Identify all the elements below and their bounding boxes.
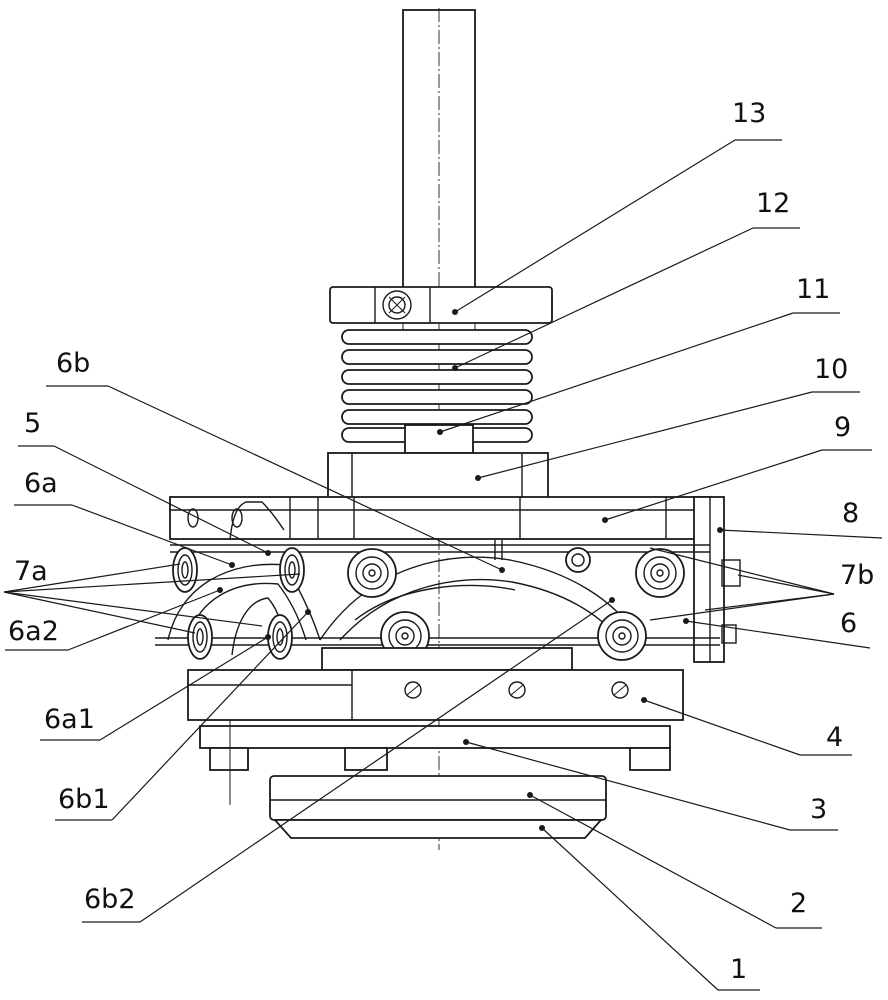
spring-part-12 [341,329,533,454]
label-3: 3 [810,794,827,825]
label-9: 9 [834,412,851,443]
label-7a: 7a [14,556,48,587]
lower-plate-part-3 [199,720,671,805]
label-12: 12 [756,188,790,219]
base-block-part-4 [187,647,684,721]
part-labels: 13 12 11 10 9 8 7b 6 4 3 2 1 6b 5 6a 7a … [8,98,874,985]
roller-right-upper [635,548,685,598]
roller-left-lower-1 [187,614,213,660]
label-8: 8 [842,498,859,529]
label-6b1: 6b1 [58,784,110,815]
label-6: 6 [840,608,857,639]
roller-right-lower [597,611,647,661]
label-6b2: 6b2 [84,884,136,915]
face-part-1 [272,819,604,839]
label-1: 1 [730,954,747,985]
label-13: 13 [732,98,766,129]
roller-left-upper-2 [279,547,305,593]
roller-center-upper [347,548,397,598]
leaders-left [3,385,615,923]
screw-2 [508,681,526,699]
roller-left-lower-2 [267,614,293,660]
leaders-right [437,139,883,991]
label-6b: 6b [56,348,90,379]
pad-part-2 [269,775,607,821]
screw-3 [611,681,629,699]
hub-part-10 [327,452,549,499]
label-4: 4 [826,722,843,753]
roller-set [172,547,685,661]
screw-1 [404,681,422,699]
upper-plate-part-9 [169,496,711,541]
label-6a2: 6a2 [8,616,59,647]
label-5: 5 [24,408,41,439]
roller-left-upper-1 [172,547,198,593]
label-6a1: 6a1 [44,704,95,735]
label-10: 10 [814,354,848,385]
label-11: 11 [796,274,830,305]
label-7b: 7b [840,560,874,591]
side-bracket-part-8 [693,496,741,663]
roller-right-mid [565,547,591,573]
label-6a: 6a [24,468,58,499]
label-2: 2 [790,888,807,919]
collar-part-13 [329,286,553,324]
